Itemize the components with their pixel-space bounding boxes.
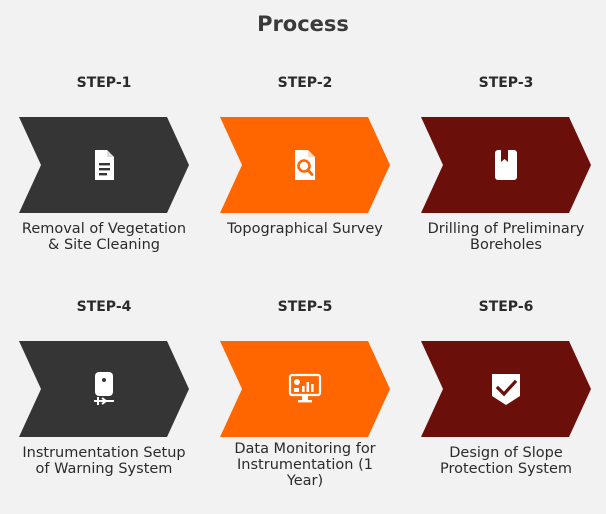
step-chevron bbox=[19, 117, 189, 213]
step-description: Topographical Survey bbox=[227, 221, 383, 237]
step-label: STEP-3 bbox=[478, 75, 534, 91]
step-chevron bbox=[421, 117, 591, 213]
step-description: Instrumentation Setup of Warning System bbox=[22, 445, 186, 477]
step-4: STEP-4 Instrumentation Setup of Warning … bbox=[19, 297, 189, 477]
step-3: STEP-3 Drilling of Preliminary Boreholes bbox=[421, 73, 591, 253]
step-label: STEP-1 bbox=[76, 75, 132, 91]
bookmark-icon bbox=[495, 150, 517, 180]
step-1: STEP-1 Removal of Vegetation & Site Clea… bbox=[19, 73, 189, 253]
file-search-icon bbox=[295, 150, 315, 180]
step-chevron bbox=[220, 341, 390, 437]
step-label: STEP-5 bbox=[277, 299, 333, 315]
step-chevron bbox=[421, 341, 591, 437]
step-description: Data Monitoring for Instrumentation (1 Y… bbox=[234, 441, 376, 489]
step-description: Removal of Vegetation & Site Cleaning bbox=[21, 221, 187, 253]
step-description: Drilling of Preliminary Boreholes bbox=[427, 221, 585, 253]
step-6: STEP-6 Design of Slope Protection System bbox=[421, 297, 591, 477]
step-label: STEP-4 bbox=[76, 299, 132, 315]
document-icon bbox=[95, 150, 114, 180]
shield-check-icon bbox=[492, 374, 520, 405]
step-chevron bbox=[220, 117, 390, 213]
step-5: STEP-5 Data Monitoring for Instrumentati… bbox=[220, 297, 390, 489]
page-title: Process bbox=[257, 12, 349, 36]
device-arrow-icon bbox=[94, 372, 114, 405]
step-description: Design of Slope Protection System bbox=[439, 445, 573, 477]
monitor-chart-icon bbox=[288, 373, 322, 403]
step-chevron bbox=[19, 341, 189, 437]
step-label: STEP-2 bbox=[277, 75, 333, 91]
step-2: STEP-2 Topographical Survey bbox=[220, 73, 390, 237]
step-label: STEP-6 bbox=[478, 299, 534, 315]
